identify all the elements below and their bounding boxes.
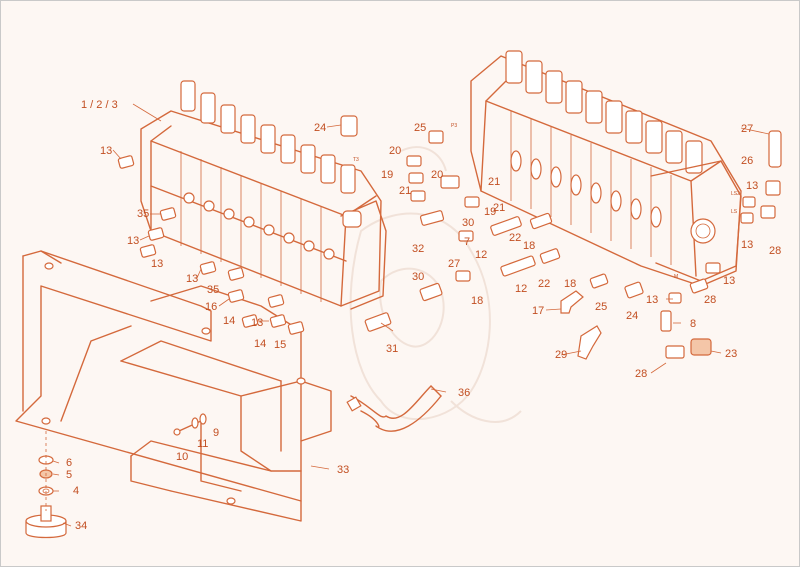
callout-1-2-3: 1 / 2 / 3 [81, 99, 118, 111]
callout-4: 4 [73, 485, 79, 497]
callout-19: 19 [381, 169, 393, 181]
callout-11: 11 [197, 438, 208, 450]
foot-parts [25, 431, 67, 539]
callout-29: 29 [555, 349, 567, 361]
callout-18: 18 [471, 295, 483, 307]
callout-5: 5 [66, 469, 72, 481]
callout-21: 21 [493, 202, 505, 214]
callout-6: 6 [66, 457, 72, 469]
callout-28: 28 [769, 245, 781, 257]
callout-20: 20 [431, 169, 443, 181]
callouts: 1 / 2 / 3 24 25 27 13 20 20 19 21 21 21 … [66, 99, 781, 532]
callout-13: 13 [151, 258, 163, 270]
callout-26: 26 [741, 155, 753, 167]
callout-34: 34 [75, 520, 87, 532]
callout-23: 23 [725, 348, 737, 360]
mounting-frame [15, 250, 332, 522]
callout-21: 21 [399, 185, 411, 197]
callout-13: 13 [646, 294, 658, 306]
callout-20: 20 [389, 145, 401, 157]
callout-12: 12 [475, 249, 487, 261]
callout-18: 18 [523, 240, 535, 252]
right-valve-block [470, 50, 742, 287]
callout-30: 30 [412, 271, 424, 283]
callout-28: 28 [635, 368, 647, 380]
port-labels: T3 P3 LS2 LS M [353, 123, 740, 280]
callout-9: 9 [213, 427, 219, 439]
callout-21: 21 [488, 176, 500, 188]
callout-28: 28 [704, 294, 716, 306]
callout-10: 10 [176, 451, 188, 463]
callout-33: 33 [337, 464, 349, 476]
callout-13: 13 [741, 239, 753, 251]
callout-25: 25 [414, 122, 426, 134]
port-label-p3: P3 [451, 123, 457, 129]
callout-19: 19 [484, 206, 496, 218]
callout-35: 35 [207, 284, 219, 296]
callout-12: 12 [515, 283, 527, 295]
callout-8: 8 [690, 318, 696, 330]
callout-30: 30 [462, 217, 474, 229]
port-label-ls: LS [731, 209, 738, 215]
port-label-m: M [674, 274, 678, 280]
port-label-ls2: LS2 [731, 191, 740, 197]
callout-24: 24 [626, 310, 638, 322]
callout-27: 27 [448, 258, 460, 270]
callout-18: 18 [564, 278, 576, 290]
callout-32: 32 [412, 243, 424, 255]
callout-15: 15 [274, 339, 286, 351]
callout-7: 7 [464, 236, 470, 248]
callout-13: 13 [746, 180, 758, 192]
callout-13: 13 [186, 273, 198, 285]
callout-35: 35 [137, 208, 149, 220]
callout-22: 22 [538, 278, 550, 290]
callout-13: 13 [127, 235, 139, 247]
leader-lines [52, 103, 770, 527]
callout-13: 13 [723, 275, 735, 287]
callout-14: 14 [254, 338, 266, 350]
callout-14: 14 [223, 315, 235, 327]
port-label-t3: T3 [353, 157, 359, 163]
callout-25: 25 [595, 301, 607, 313]
callout-16: 16 [205, 301, 217, 313]
callout-24: 24 [314, 122, 326, 134]
bolts-9-10-11 [173, 413, 207, 436]
callout-22: 22 [509, 232, 521, 244]
fittings [117, 115, 782, 360]
hose-36 [346, 385, 442, 432]
callout-27: 27 [741, 123, 753, 135]
callout-13: 13 [251, 317, 263, 329]
callout-17: 17 [532, 305, 544, 317]
callout-13: 13 [100, 145, 112, 157]
callout-31: 31 [386, 343, 398, 355]
left-valve-block [140, 80, 387, 310]
callout-36: 36 [458, 387, 470, 399]
